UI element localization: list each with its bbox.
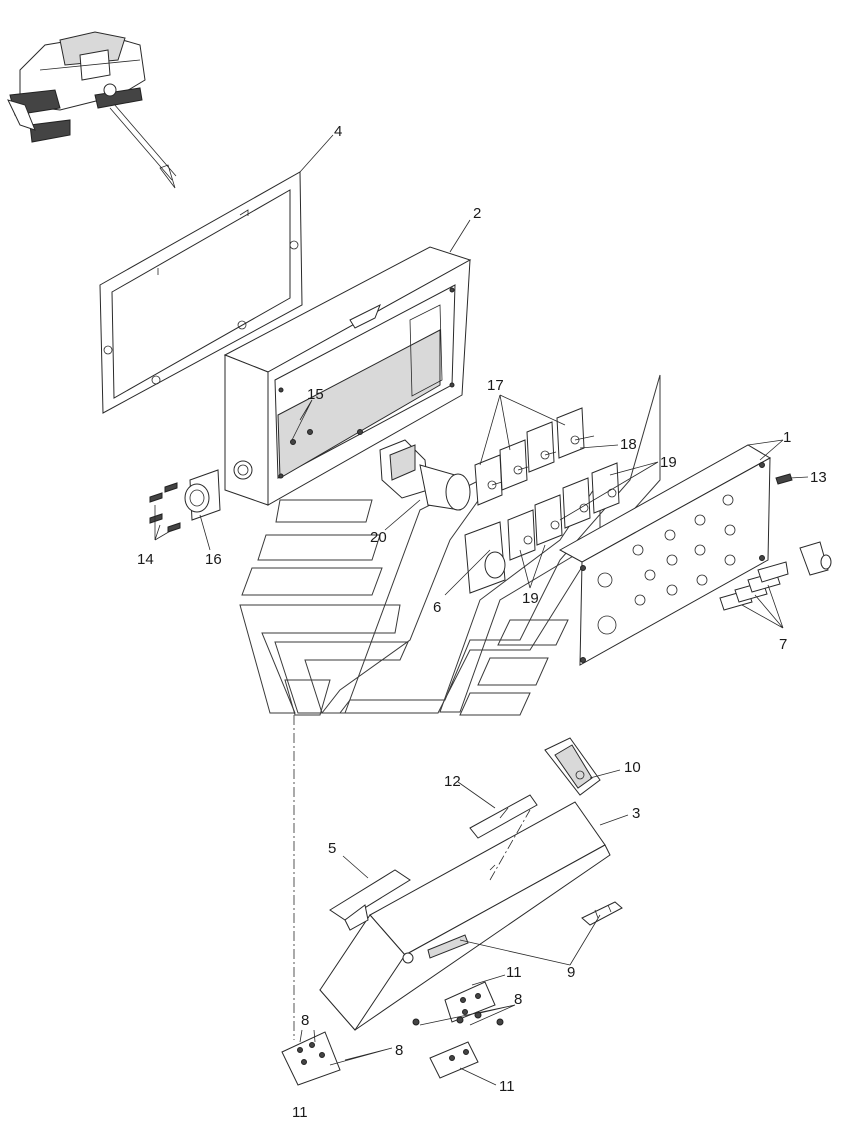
callout-20: 20 xyxy=(370,529,387,546)
callout-11-left: 11 xyxy=(292,1104,308,1121)
callout-1: 1 xyxy=(783,429,791,446)
hinge-plate-left xyxy=(281,1031,341,1086)
callout-4: 4 xyxy=(334,123,342,140)
leader-lines xyxy=(154,134,809,1086)
hinge-nuts xyxy=(412,1011,504,1026)
callout-11-lower: 11 xyxy=(499,1078,515,1095)
alignment-line xyxy=(489,809,531,881)
callout-2: 2 xyxy=(473,205,481,222)
callout-15: 15 xyxy=(307,386,324,403)
control-housing xyxy=(223,246,472,506)
connector-socket xyxy=(184,469,221,521)
bracket xyxy=(329,869,411,931)
toggle-switch-row-upper xyxy=(474,407,595,506)
callout-7: 7 xyxy=(779,636,787,653)
callout-9: 9 xyxy=(567,964,575,981)
mounting-screws xyxy=(149,482,181,533)
callout-17: 17 xyxy=(487,377,504,394)
callout-8-right: 8 xyxy=(514,991,522,1008)
callout-8-left: 8 xyxy=(301,1012,309,1029)
callout-labels: 1 2 3 4 5 6 7 8 8 8 9 10 11 11 11 12 13 … xyxy=(137,123,827,1121)
callout-10: 10 xyxy=(624,759,641,776)
callout-19-lower: 19 xyxy=(522,590,539,607)
callout-13: 13 xyxy=(810,469,827,486)
callout-18: 18 xyxy=(620,436,637,453)
bottom-cover xyxy=(319,801,611,1031)
machine-thumbnail xyxy=(7,31,146,143)
callout-14: 14 xyxy=(137,551,154,568)
hinge-plate-right-upper xyxy=(444,981,496,1023)
callout-19-upper: 19 xyxy=(660,454,677,471)
callout-3: 3 xyxy=(632,805,640,822)
callout-11-upper: 11 xyxy=(506,964,522,981)
gasket-frame xyxy=(99,171,303,414)
toggle-switch-row-lower xyxy=(464,462,620,594)
latch-handle xyxy=(544,737,601,796)
callout-6: 6 xyxy=(433,599,441,616)
rotary-switch xyxy=(379,439,471,511)
callout-8-middle: 8 xyxy=(395,1042,403,1059)
callout-16: 16 xyxy=(205,551,222,568)
front-panel xyxy=(558,444,772,666)
hinge-pin xyxy=(469,794,538,839)
callout-12: 12 xyxy=(444,773,461,790)
panel-screws xyxy=(719,473,832,611)
hinge-plate-right-lower xyxy=(429,1041,479,1079)
callout-5: 5 xyxy=(328,840,336,857)
latch-clip xyxy=(581,901,623,926)
view-arrow xyxy=(109,103,177,189)
